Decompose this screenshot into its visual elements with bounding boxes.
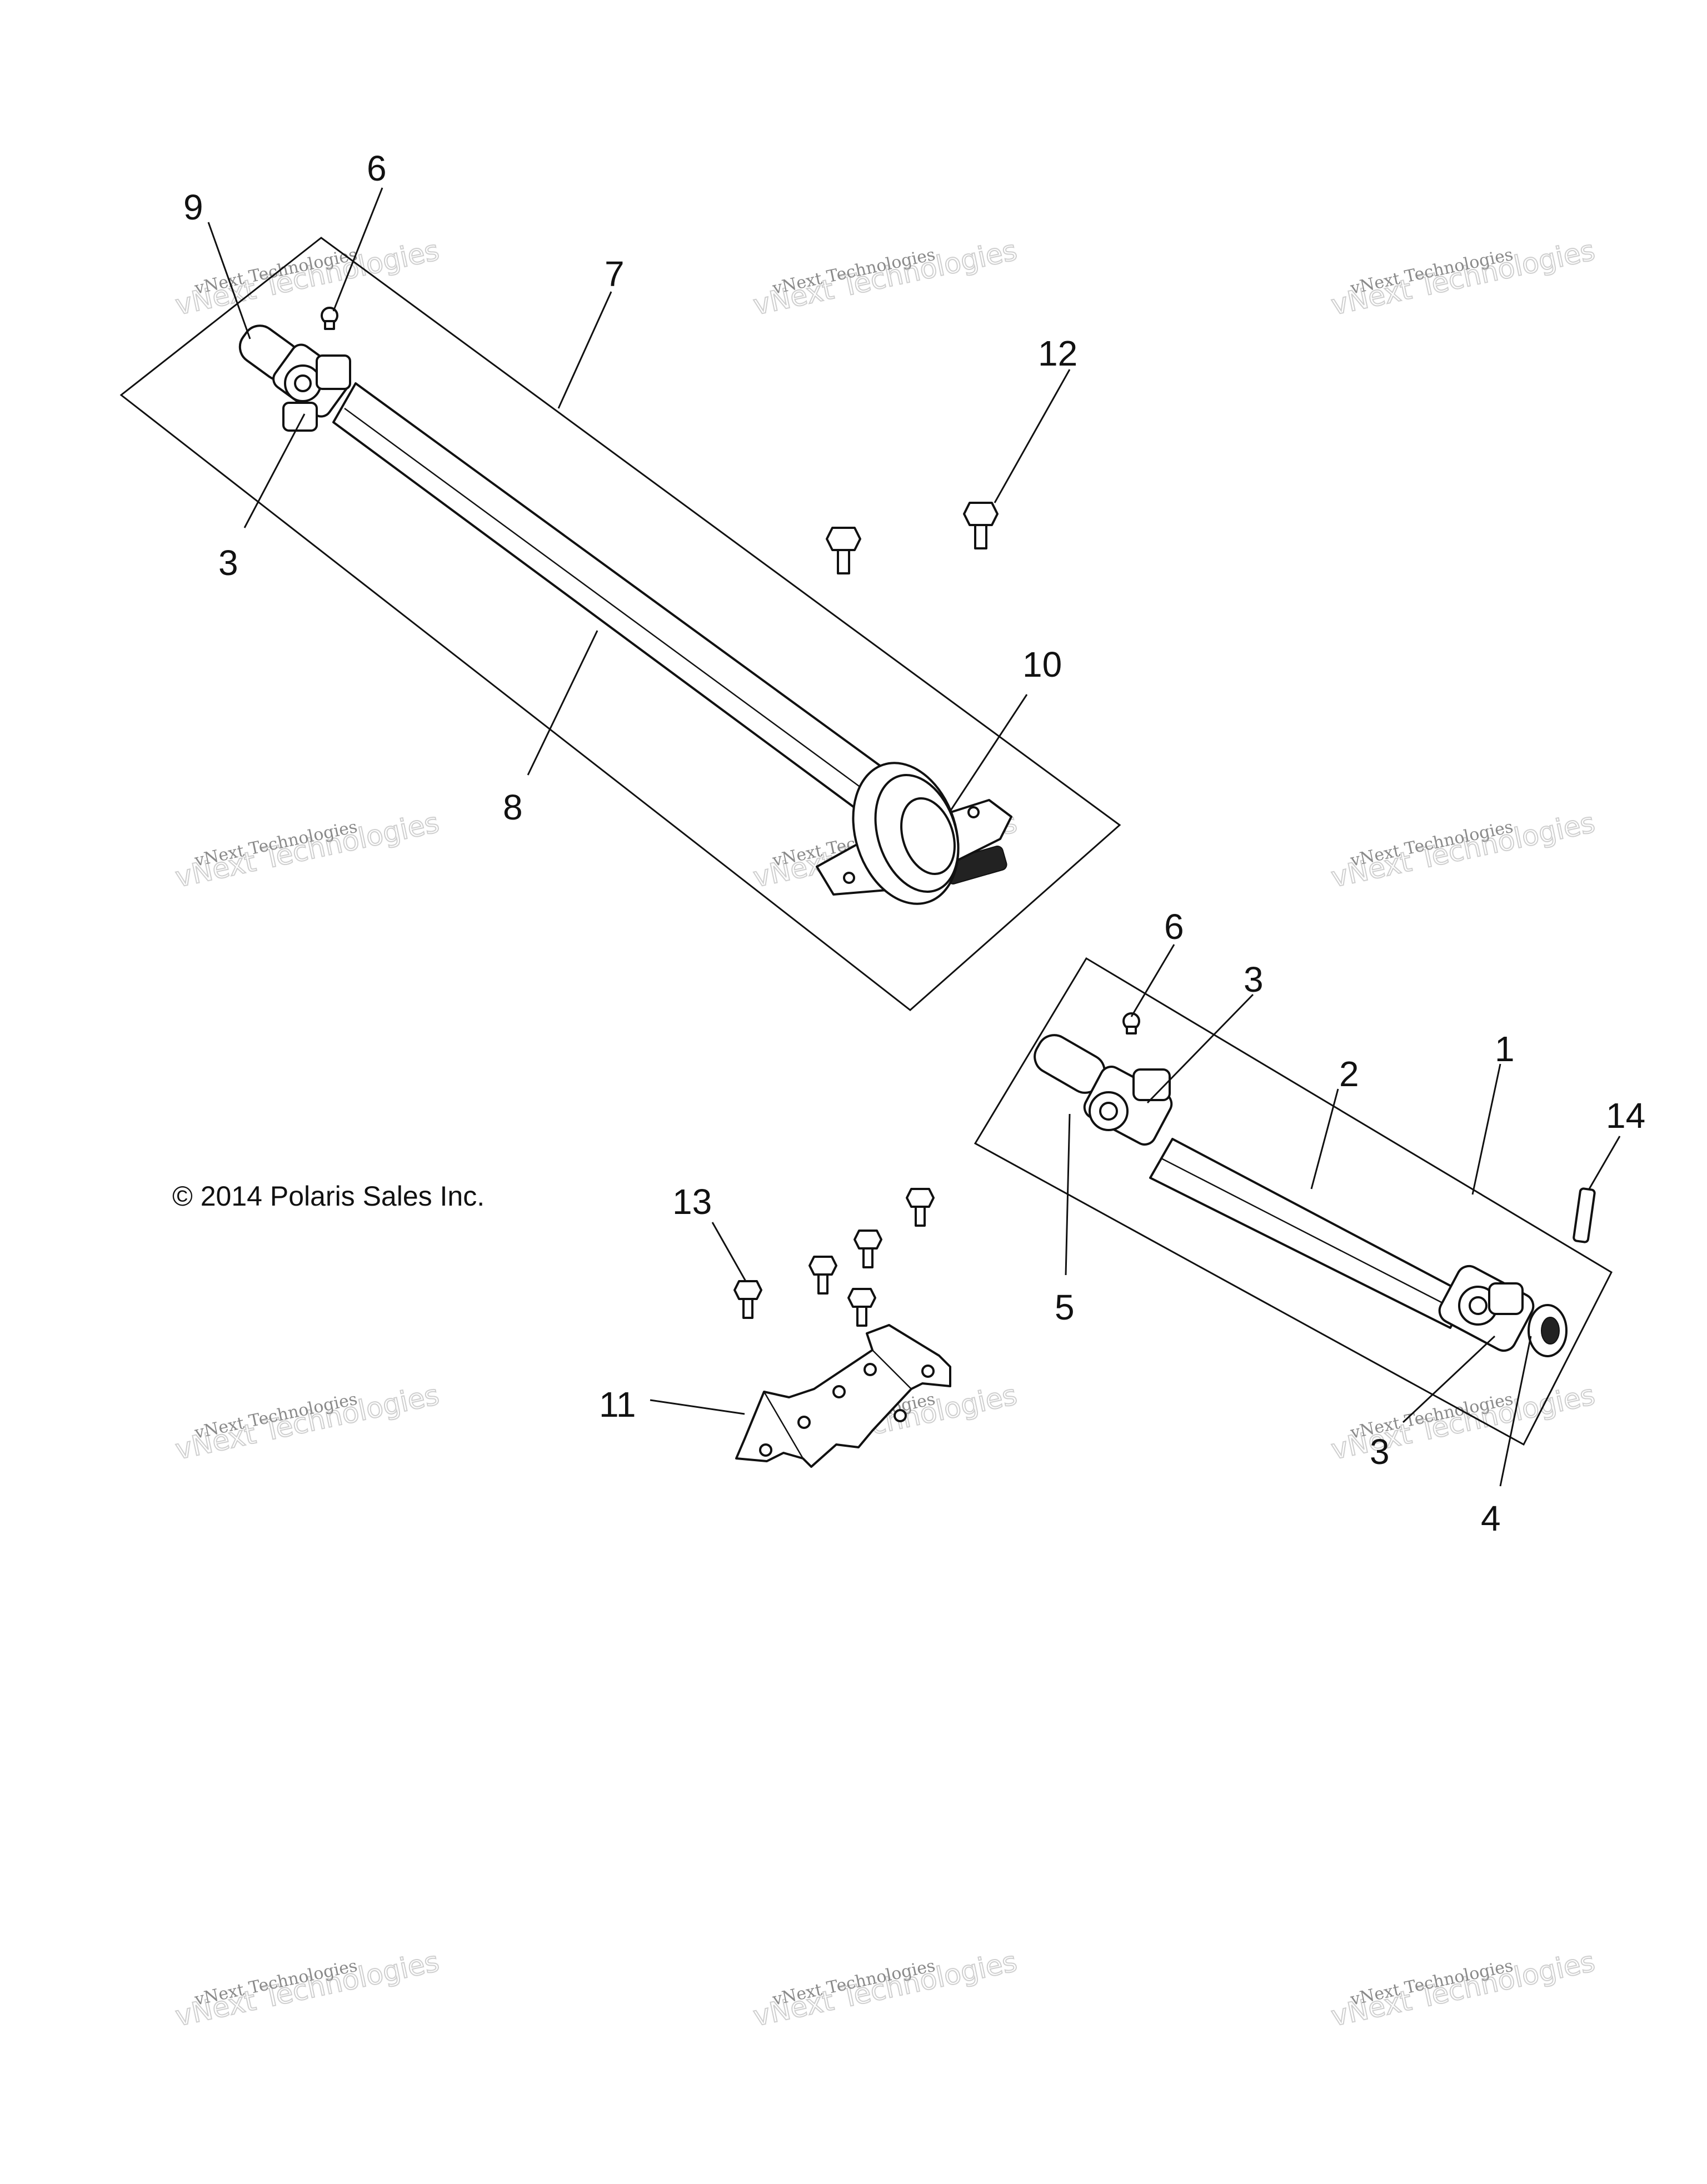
callout-6-lower: 6 [1164,907,1184,947]
watermark-4: vNext Technologies vNext Technologies [172,806,443,894]
grease-fitting-lower [1122,1012,1140,1034]
bolt-12b [826,527,861,574]
copyright-text: © 2014 Polaris Sales Inc. [172,1181,485,1212]
propshaft-lower [1034,1034,1568,1357]
bolt-13a [906,1188,935,1227]
callout-1: 1 [1495,1029,1515,1069]
callout-14: 14 [1606,1096,1645,1136]
grease-fitting-upper [321,307,338,330]
callout-12: 12 [1038,333,1077,373]
watermark-6: vNext Technologies vNext Technologies [1328,806,1599,894]
assembly-outline-1 [974,957,1613,1446]
watermark-9: vNext Technologies vNext Technologies [1328,1378,1599,1466]
callout-8: 8 [503,787,523,827]
watermark-12: vNext Technologies vNext Technologies [1328,1945,1599,2033]
bolt-13e [733,1280,762,1319]
callout-3-middle: 3 [1244,959,1264,999]
tube-highlight [344,407,879,801]
carrier-bearing [816,762,1012,905]
leader-lines [207,187,1621,1487]
callout-11: 11 [599,1385,636,1425]
watermark-7: vNext Technologies vNext Technologies [172,1378,443,1466]
watermark-2: vNext Technologies vNext Technologies [750,233,1021,322]
u-joint-lower-left [1083,1066,1173,1146]
roll-pin [1573,1187,1596,1243]
mounting-bracket [735,1324,951,1468]
watermark-1: vNext Technologies vNext Technologies [172,233,443,322]
bolt-13c [808,1256,837,1295]
watermark-11: vNext Technologies vNext Technologies [750,1945,1021,2033]
callout-3-upper: 3 [218,543,238,583]
watermark-10: vNext Technologies vNext Technologies [172,1945,443,2033]
assembly-outline-7 [119,237,1121,1011]
callout-labels: 9 6 7 12 3 8 10 6 3 2 1 14 5 13 11 3 4 [183,148,1645,1538]
callout-3-lower: 3 [1370,1432,1390,1472]
callout-5: 5 [1055,1287,1075,1327]
u-joint-upper [272,343,351,432]
callout-2: 2 [1339,1054,1359,1094]
callout-13: 13 [672,1182,712,1222]
bolt-12a [963,502,999,549]
callout-6-upper: 6 [367,148,387,188]
callout-7: 7 [605,254,625,294]
watermarks: vNext Technologies vNext Technologies vN… [172,233,1599,2033]
bolt-13b [854,1230,882,1268]
callout-9: 9 [183,187,203,227]
bolt-13d [847,1288,876,1327]
watermark-3: vNext Technologies vNext Technologies [1328,233,1599,322]
u-joint-lower-right [1438,1265,1568,1357]
callout-4: 4 [1481,1498,1501,1538]
callout-10: 10 [1022,644,1062,684]
tube-highlight [1161,1157,1459,1312]
propshaft-tube-upper [332,382,890,818]
